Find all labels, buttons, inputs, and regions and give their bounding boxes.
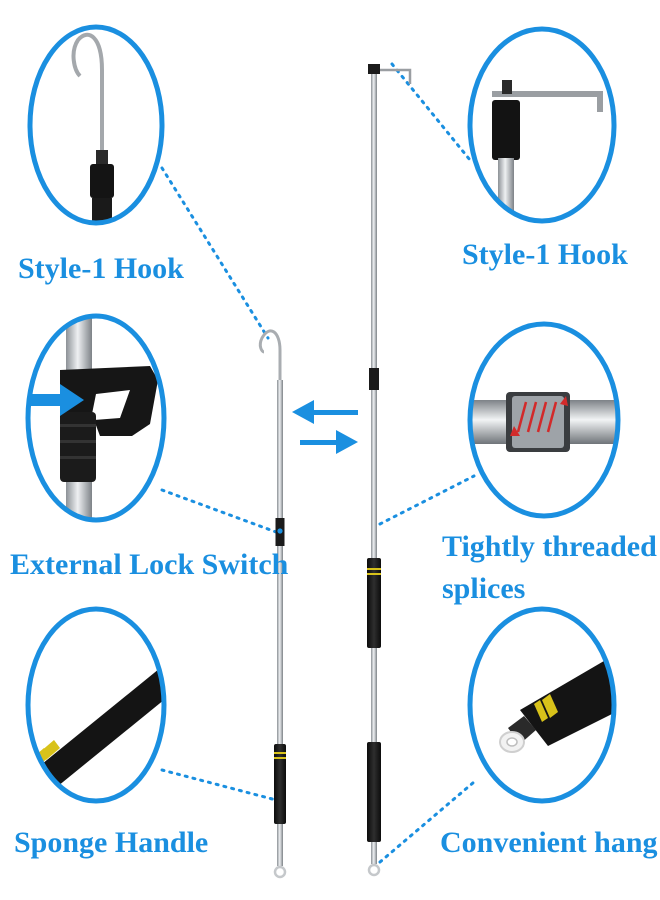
lock-pointer-icon	[30, 384, 84, 416]
label-sponge-handle: Sponge Handle	[14, 826, 209, 859]
label-left-hook: Style-1 Hook	[18, 252, 184, 285]
label-right-hook: Style-1 Hook	[462, 238, 628, 271]
left-pole-foam-grip	[274, 744, 286, 824]
label-lock-switch: External Lock Switch	[10, 548, 289, 581]
sponge-handle-closeup	[25, 606, 167, 804]
left-pole-hook	[258, 329, 282, 382]
lock-switch-closeup	[25, 313, 167, 523]
label-convenient-hang: Convenient hang	[440, 826, 658, 859]
connector-hang	[378, 780, 476, 864]
label-thread-line2: splices	[442, 572, 526, 605]
thread-splice-closeup	[467, 321, 621, 519]
right-hook-closeup	[467, 26, 617, 224]
swap-arrows-icon	[292, 400, 358, 454]
connector-right-hook	[390, 62, 472, 162]
connector-left-hook	[160, 166, 270, 340]
hang-ring-closeup	[467, 606, 617, 804]
right-pole	[367, 64, 412, 877]
connector-sponge	[160, 768, 278, 802]
connector-lines	[160, 62, 476, 864]
right-pole-foam-grip-lower	[367, 742, 381, 842]
left-pole-lock-dot	[277, 528, 283, 534]
label-thread-line1: Tightly threaded	[442, 530, 657, 563]
left-hook-closeup	[27, 24, 165, 226]
left-pole-hang-ring	[273, 865, 287, 879]
right-pole-hang-ring	[367, 863, 381, 877]
left-pole	[258, 329, 287, 879]
right-pole-foam-grip-upper	[367, 558, 381, 648]
connector-lock-switch	[160, 488, 278, 534]
connector-thread	[378, 474, 476, 526]
